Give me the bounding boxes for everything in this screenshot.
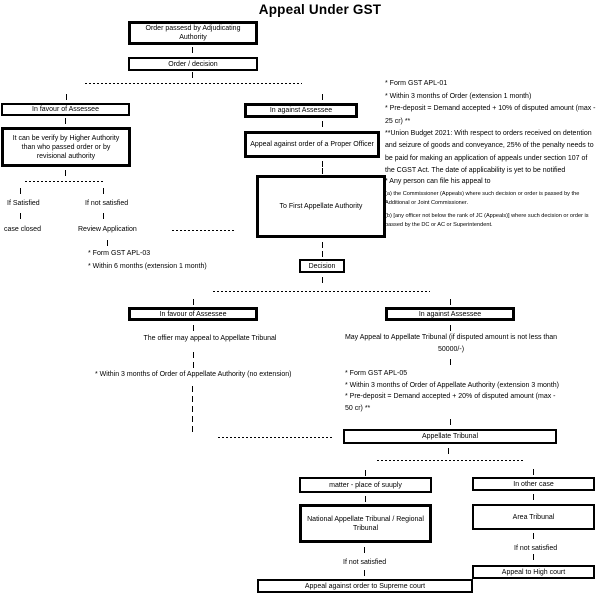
- annotation-union-budget: **Union Budget 2021: With respect to ord…: [385, 130, 594, 175]
- annotation-may-appeal: May Appeal to Appellate Tribunal (if dis…: [340, 332, 562, 356]
- connector-tick: [65, 170, 67, 176]
- connector-tick: [365, 496, 367, 502]
- node-national-regional-tribunal: National Appellate Tribunal / Regional T…: [299, 504, 432, 543]
- connector-tick: [322, 121, 324, 127]
- node-verify-higher-authority: It can be verify by Higher Authority tha…: [1, 127, 131, 167]
- connector-tick: [364, 570, 366, 576]
- connector-tick: [533, 554, 535, 560]
- connector-tick: [20, 213, 22, 219]
- connector-tick: [103, 188, 105, 194]
- connector-tick: [322, 161, 324, 167]
- annotation-line: * Pre-deposit = Demand accepted + 10% of…: [385, 105, 596, 112]
- annotation-appeal-a: (a) the Commissioner (Appeals) where suc…: [385, 191, 580, 206]
- connector-tick: [322, 168, 324, 174]
- dashed-line: [172, 230, 234, 231]
- dashed-line: [213, 291, 430, 292]
- annotation-line: 50000/-): [437, 346, 465, 353]
- connector-tick: [192, 386, 194, 392]
- label-within-3-months-no-extension: * Within 3 months of Order of Appellate …: [95, 371, 292, 378]
- node-appeal-supreme-court: Appeal against order to Supreme court: [257, 579, 473, 593]
- dashed-line: [218, 437, 334, 438]
- connector-tick: [193, 325, 195, 331]
- node-order-decision: Order / decision: [128, 57, 258, 71]
- annotation-line: * Form GST APL-01: [385, 80, 448, 87]
- node-in-against-assessee-1: In against Assessee: [244, 103, 358, 118]
- annotation-line: * Within 6 months (extension 1 month): [88, 262, 207, 270]
- connector-tick: [193, 362, 195, 368]
- label-review-application: Review Application: [78, 226, 137, 233]
- connector-tick: [107, 240, 109, 246]
- label-case-closed: case closed: [4, 226, 41, 233]
- connector-tick: [364, 547, 366, 553]
- annotation-line: 50 cr) **: [345, 405, 371, 413]
- connector-tick: [322, 94, 324, 100]
- connector-tick: [192, 396, 194, 402]
- node-in-against-assessee-2: In against Assessee: [385, 307, 515, 321]
- connector-tick: [450, 419, 452, 425]
- connector-tick: [192, 406, 194, 412]
- dashed-line: [377, 460, 525, 461]
- annotation-line: 25 cr) **: [385, 117, 411, 125]
- annotation-form-apl05: * Form GST APL-05 * Within 3 months of O…: [345, 368, 559, 415]
- page-title: Appeal Under GST: [258, 2, 382, 17]
- connector-tick: [533, 469, 535, 475]
- node-first-appellate-authority: To First Appellate Authority: [256, 175, 386, 238]
- label-if-not-satisfied-left: If not satisfied: [343, 559, 387, 566]
- annotation-line: May Appeal to Appellate Tribunal (if dis…: [344, 334, 558, 341]
- label-if-not-satisfied-right: If not satisfied: [514, 545, 558, 552]
- node-appellate-tribunal: Appellate Tribunal: [343, 429, 557, 444]
- annotation-form-apl01: * Form GST APL-01 * Within 3 months of O…: [385, 78, 596, 128]
- connector-tick: [192, 47, 194, 53]
- connector-tick: [103, 213, 105, 219]
- connector-tick: [322, 251, 324, 257]
- connector-tick: [192, 426, 194, 432]
- dashed-line: [85, 83, 302, 84]
- node-decision: Decision: [299, 259, 345, 273]
- annotation-appeal-b: (b) [any officer not below the rank of J…: [385, 213, 589, 228]
- node-matter-place-of-supply: matter - place of suuply: [299, 477, 432, 493]
- connector-tick: [448, 448, 450, 454]
- connector-tick: [66, 94, 68, 100]
- connector-tick: [533, 494, 535, 500]
- connector-tick: [322, 242, 324, 248]
- annotation-any-person: * Any person can file his appeal to: [385, 178, 491, 185]
- annotation-line: * Form GST APL-05: [345, 370, 408, 377]
- node-in-favour-assessee-2: In favour of Assessee: [128, 307, 258, 321]
- annotation-line: * Form GST APL-03: [88, 250, 151, 257]
- connector-tick: [450, 325, 452, 331]
- annotation-line: * Within 3 months of Order (extension 1 …: [385, 92, 532, 100]
- node-in-favour-assessee-1: In favour of Assessee: [1, 103, 130, 116]
- node-order-passed: Order passesd by Adjudicating Authority: [128, 21, 258, 45]
- connector-tick: [193, 299, 195, 305]
- connector-tick: [65, 118, 67, 124]
- annotation-line: * Within 3 months of Order of Appellate …: [345, 381, 559, 389]
- node-appeal-high-court: Appeal to High court: [472, 565, 595, 579]
- dashed-line: [25, 181, 103, 182]
- node-appeal-proper-officer: Appeal against order of a Proper Officer: [244, 131, 380, 158]
- connector-tick: [193, 352, 195, 358]
- connector-tick: [322, 277, 324, 283]
- annotation-line: * Pre-deposit = Demand accepted + 20% of…: [345, 393, 556, 401]
- connector-tick: [365, 470, 367, 476]
- label-if-satisfied: If Satisfied: [7, 200, 40, 207]
- node-in-other-case: In other case: [472, 477, 595, 491]
- node-area-tribunal: Area Tribunal: [472, 504, 595, 530]
- connector-tick: [20, 188, 22, 194]
- label-if-not-satisfied: If not satisfied: [85, 200, 129, 207]
- annotation-form-apl03: * Form GST APL-03 * Within 6 months (ext…: [88, 248, 207, 273]
- label-officer-may-appeal: The offier may appeal to Appellate Tribu…: [143, 335, 277, 342]
- connector-tick: [192, 416, 194, 422]
- connector-tick: [192, 72, 194, 78]
- connector-tick: [450, 299, 452, 305]
- connector-tick: [533, 533, 535, 539]
- connector-tick: [450, 359, 452, 365]
